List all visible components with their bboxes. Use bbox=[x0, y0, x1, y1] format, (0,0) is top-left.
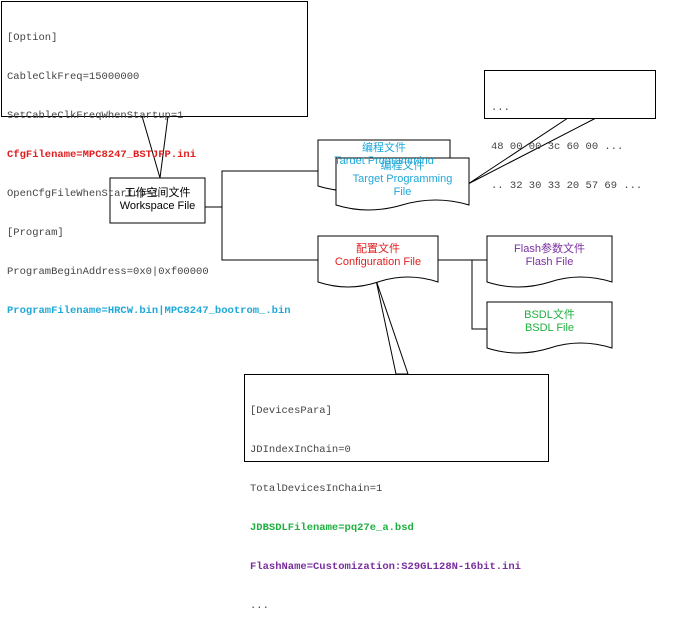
flash-label: Flash参数文件 Flash File bbox=[487, 243, 612, 269]
devices-line-1: JDIndexInChain=0 bbox=[250, 444, 351, 456]
workspace-box bbox=[109, 177, 206, 224]
connector-config-bsdl bbox=[471, 260, 487, 330]
option-line-5: [Program] bbox=[7, 227, 64, 239]
target-back-label-en: Target Programming bbox=[334, 155, 434, 164]
flash-doc bbox=[486, 235, 613, 288]
option-line-2: SetCableClkFreqWhenStartup=1 bbox=[7, 110, 184, 122]
devices-callout: [DevicesPara] JDIndexInChain=0 TotalDevi… bbox=[244, 374, 549, 612]
target-front-label-file: File bbox=[393, 186, 412, 198]
target-front-label-cn: 编程文件 bbox=[380, 160, 425, 172]
bsdl-doc bbox=[486, 301, 613, 354]
config-label: 配置文件 Configuration File bbox=[318, 243, 438, 269]
option-line-6: ProgramBeginAddress=0x0|0xf00000 bbox=[7, 266, 209, 278]
diagram-canvas bbox=[109, 115, 613, 375]
devices-line-3: JDBSDLFilename=pq27e_a.bsd bbox=[250, 522, 414, 534]
option-line-1: CableClkFreq=15000000 bbox=[7, 71, 140, 83]
workspace-label-en: Workspace File bbox=[119, 200, 196, 212]
flash-label-cn: Flash参数文件 bbox=[514, 243, 585, 255]
hex-line-2: .. 32 30 33 20 57 69 ... bbox=[491, 180, 643, 192]
target-back-label: 编程文件 Target Programming bbox=[318, 142, 450, 164]
workspace-label-cn: 工作空间文件 bbox=[124, 187, 191, 199]
option-line-7: ProgramFilename=HRCW.bin|MPC8247_bootrom… bbox=[7, 305, 291, 317]
devices-line-2: TotalDevicesInChain=1 bbox=[250, 483, 383, 495]
hex-line-1: 48 00 00 3c 60 00 ... bbox=[491, 141, 624, 153]
connector-workspace-target bbox=[205, 170, 335, 208]
config-doc bbox=[317, 235, 439, 288]
connector-workspace-config bbox=[221, 207, 318, 261]
option-callout: [Option] CableClkFreq=15000000 SetCableC… bbox=[1, 1, 308, 317]
devices-line-0: [DevicesPara] bbox=[250, 405, 332, 417]
config-label-en: Configuration File bbox=[334, 256, 422, 268]
target-back-label-cn: 编程文件 bbox=[362, 142, 406, 154]
option-line-3: CfgFilename=MPC8247_BSTJFP.ini bbox=[7, 149, 197, 161]
bsdl-label-en: BSDL File bbox=[524, 322, 575, 334]
devices-line-4: FlashName=Customization:S29GL128N-16bit.… bbox=[250, 561, 521, 573]
hex-line-0: ... bbox=[491, 102, 510, 114]
config-label-cn: 配置文件 bbox=[356, 243, 400, 255]
option-line-4: OpenCfgFileWhenStartup=1 bbox=[7, 188, 159, 200]
workspace-label: 工作空间文件 Workspace File bbox=[110, 187, 205, 213]
bsdl-label-cn: BSDL文件 bbox=[524, 309, 575, 321]
devices-callout-tail bbox=[375, 279, 409, 375]
target-doc-front bbox=[335, 157, 470, 211]
option-line-0: [Option] bbox=[7, 32, 58, 44]
hex-callout: ... 48 00 00 3c 60 00 ... .. 32 30 33 20… bbox=[484, 70, 656, 192]
flash-label-en: Flash File bbox=[525, 256, 574, 268]
devices-line-5: ... bbox=[250, 600, 269, 612]
target-front-label-en: Target Programming bbox=[352, 173, 453, 185]
target-front-label: 编程文件 Target Programming File bbox=[336, 160, 469, 199]
bsdl-label: BSDL文件 BSDL File bbox=[487, 309, 612, 335]
